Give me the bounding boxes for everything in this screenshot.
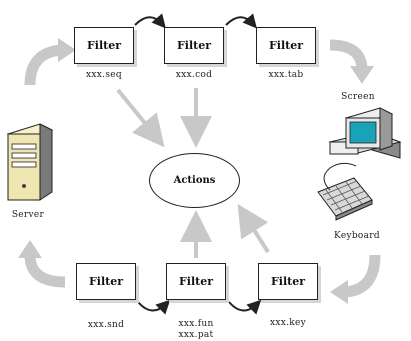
filter-title: Filter: [178, 275, 214, 288]
filter-box-seq: Filter: [74, 27, 134, 64]
filter-box-key: Filter: [258, 263, 318, 300]
filter-caption-seq: xxx.seq: [86, 70, 122, 80]
cycle-arrow-server-to-top: [24, 44, 63, 86]
filter-title: Filter: [270, 275, 306, 288]
filter-caption-snd: xxx.snd: [87, 320, 125, 330]
link-arrow-cod-tab: [225, 13, 257, 29]
keyboard-icon: [317, 162, 373, 221]
cycle-arrowhead-server-to-top: [58, 38, 76, 62]
cycle-arrowhead-top-to-screen: [350, 66, 374, 84]
actions-label: Actions: [173, 175, 216, 186]
filter-title: Filter: [86, 39, 122, 52]
filter-caption-key: xxx.key: [269, 318, 307, 328]
link-arrow-snd-fun: [137, 299, 171, 315]
filter-title: Filter: [268, 39, 304, 52]
cycle-arrowhead-bottom-to-server: [18, 240, 42, 258]
server-label: Server: [11, 210, 45, 220]
arrow-seq-to-actions: [116, 88, 165, 148]
filter-box-fun: Filter: [166, 263, 226, 300]
filter-box-cod: Filter: [164, 27, 224, 64]
screen-label: Screen: [341, 92, 375, 102]
actions-ellipse: Actions: [149, 153, 240, 208]
filter-title: Filter: [176, 39, 212, 52]
link-arrow-fun-key: [228, 299, 262, 315]
arrow-key-to-actions: [237, 203, 270, 254]
cycle-arrowhead-keyboard-to-bottom: [330, 280, 348, 304]
filter-caption-fun: xxx.fun: [178, 319, 214, 329]
server-icon: [6, 123, 54, 201]
keyboard-label: Keyboard: [334, 231, 380, 241]
filter-caption-cod: xxx.cod: [175, 70, 213, 80]
filter-title: Filter: [88, 275, 124, 288]
cycle-arrow-keyboard-to-bottom: [344, 254, 381, 298]
filter-caption-pat: xxx.pat: [178, 330, 214, 340]
cycle-arrow-bottom-to-server: [24, 254, 66, 288]
monitor-icon: [328, 107, 402, 159]
filter-caption-tab: xxx.tab: [268, 70, 304, 80]
link-arrow-seq-cod: [134, 13, 166, 29]
filter-box-snd: Filter: [76, 263, 136, 300]
filter-box-tab: Filter: [256, 27, 316, 64]
